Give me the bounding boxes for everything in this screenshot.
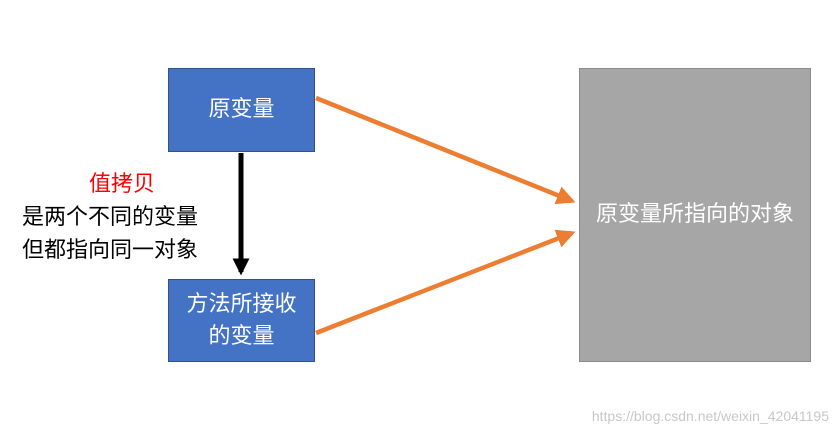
annotation-line-1: 是两个不同的变量 bbox=[22, 205, 199, 230]
value-copy-label: 值拷贝 bbox=[89, 172, 156, 197]
original-variable-box: 原变量 bbox=[168, 68, 315, 152]
original-variable-label: 原变量 bbox=[208, 97, 275, 122]
pointed-object-box: 原变量所指向的对象 bbox=[579, 68, 811, 362]
annotation-line-2: 但都指向同一对象 bbox=[22, 238, 199, 263]
pointed-object-label: 原变量所指向的对象 bbox=[595, 202, 794, 227]
reference-arrow-parameter bbox=[315, 229, 576, 336]
watermark: https://blog.csdn.net/weixin_42041195 bbox=[591, 408, 829, 424]
reference-arrow-original bbox=[315, 95, 576, 205]
parameter-variable-box: 方法所接收的变量 bbox=[168, 279, 315, 362]
parameter-variable-label: 方法所接收的变量 bbox=[186, 291, 297, 349]
